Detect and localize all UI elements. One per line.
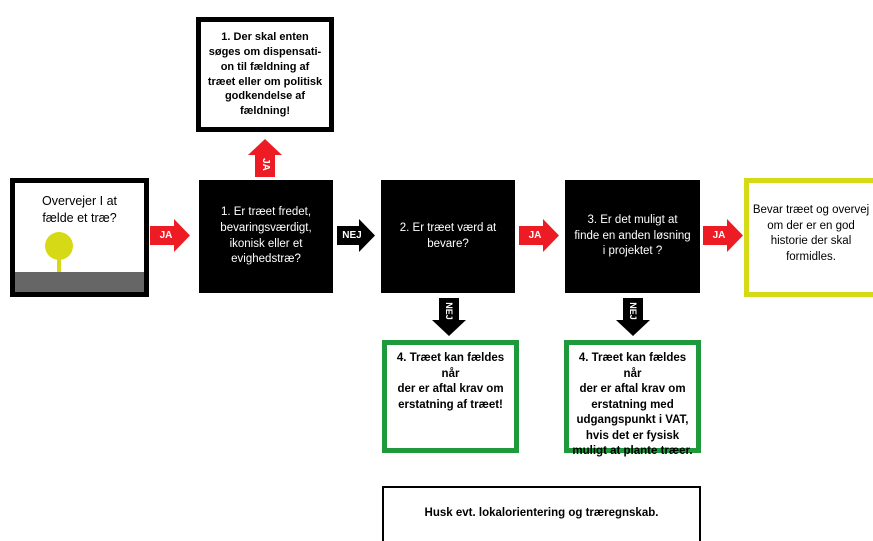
preserve-outcome-box: Bevar træet og overvej om der er en god … bbox=[744, 178, 873, 297]
yes-arrow-3: JA bbox=[703, 219, 743, 252]
replace-outcome-1-text: 4. Træet kan fældes når der er aftal kra… bbox=[396, 352, 505, 411]
yes-arrow-2-label: JA bbox=[528, 230, 542, 241]
no-arrow-1-label: NEJ bbox=[342, 230, 362, 241]
no-arrow-down-1: NEJ bbox=[432, 298, 466, 336]
up-arrow-icon bbox=[248, 139, 282, 177]
reminder-note: Husk evt. lokalorientering og træregnska… bbox=[382, 486, 701, 541]
right-arrow-icon bbox=[337, 219, 375, 252]
down-arrow-icon bbox=[432, 298, 466, 336]
no-arrow-1: NEJ bbox=[337, 219, 375, 252]
right-arrow-icon bbox=[150, 219, 190, 252]
step-2-box: 2. Er træet værd at bevare? bbox=[381, 180, 515, 293]
step-1-text: 1. Er træet fredet, bevaringsværdigt, ik… bbox=[220, 206, 312, 266]
down-arrow-icon bbox=[616, 298, 650, 336]
replace-outcome-2-text: 4. Træet kan fældes når der er aftal kra… bbox=[572, 352, 693, 458]
tree-crown-icon bbox=[45, 232, 73, 260]
start-box: Overvejer I at fælde et træ? bbox=[10, 178, 149, 297]
step-3-box: 3. Er det muligt at finde en anden løsni… bbox=[565, 180, 700, 293]
reminder-note-text: Husk evt. lokalorientering og træregnska… bbox=[424, 507, 659, 519]
yes-arrow-2: JA bbox=[519, 219, 559, 252]
step-1-box: 1. Er træet fredet, bevaringsværdigt, ik… bbox=[199, 180, 333, 293]
yes-arrow-1: JA bbox=[150, 219, 190, 252]
dispensation-box: 1. Der skal enten søges om dispensati- o… bbox=[196, 17, 334, 132]
dispensation-text: 1. Der skal enten søges om dispensati- o… bbox=[207, 30, 323, 118]
start-question: Overvejer I at fælde et træ? bbox=[41, 194, 118, 225]
replace-outcome-1-box: 4. Træet kan fældes når der er aftal kra… bbox=[382, 340, 519, 453]
no-arrow-down-2: NEJ bbox=[616, 298, 650, 336]
no-arrow-down-1-label: NEJ bbox=[443, 302, 454, 320]
right-arrow-icon bbox=[519, 219, 559, 252]
tree-trunk-icon bbox=[57, 256, 61, 274]
step-3-text: 3. Er det muligt at finde en anden løsni… bbox=[574, 214, 691, 258]
preserve-outcome-text: Bevar træet og overvej om der er en god … bbox=[752, 204, 870, 263]
yes-arrow-3-label: JA bbox=[712, 230, 726, 241]
step-2-text: 2. Er træet værd at bevare? bbox=[399, 221, 497, 250]
yes-arrow-up-label: JA bbox=[259, 157, 271, 171]
ground-strip bbox=[15, 272, 144, 292]
right-arrow-icon bbox=[703, 219, 743, 252]
yes-arrow-1-label: JA bbox=[159, 230, 173, 241]
yes-arrow-up: JA bbox=[248, 139, 282, 177]
replace-outcome-2-box: 4. Træet kan fældes når der er aftal kra… bbox=[564, 340, 701, 457]
no-arrow-down-2-label: NEJ bbox=[627, 302, 638, 320]
